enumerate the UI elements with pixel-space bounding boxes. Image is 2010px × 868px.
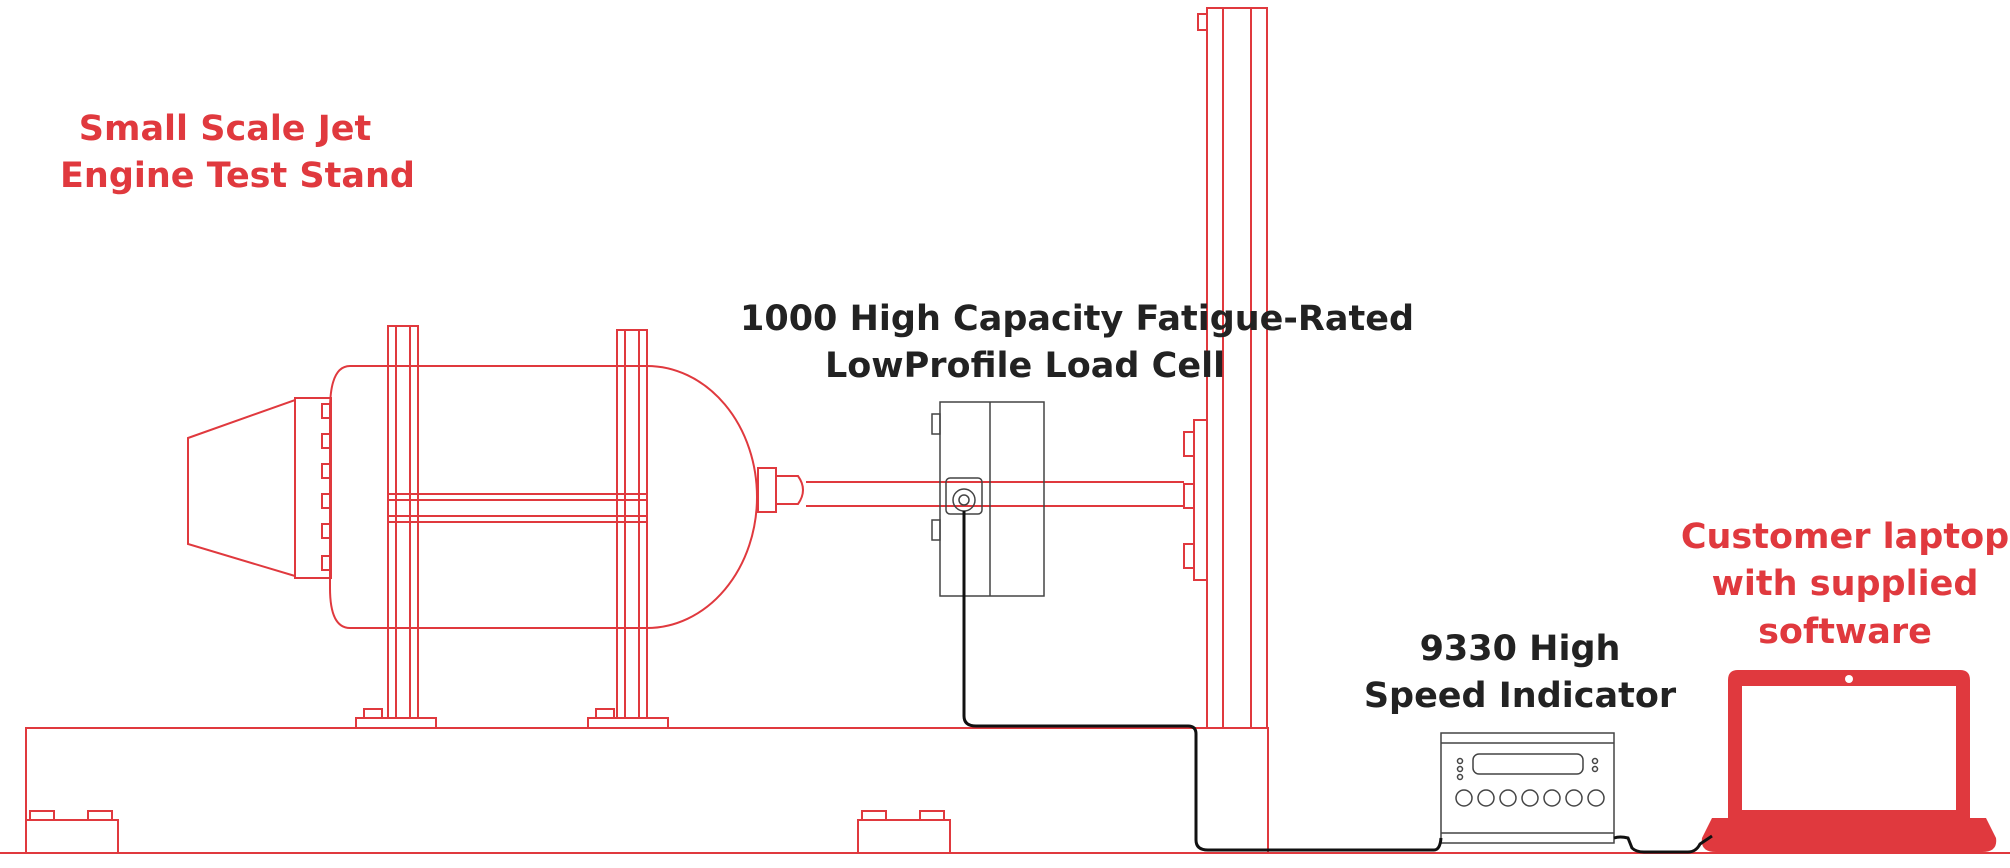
load-cell-cable xyxy=(962,511,1443,852)
laptop-label-line-1: Customer laptop xyxy=(1680,517,2010,557)
laptop xyxy=(1701,670,1997,852)
speed-indicator xyxy=(1440,732,1615,844)
jet-engine xyxy=(187,325,1184,729)
laptop-label-line-3: software xyxy=(1758,611,1932,652)
laptop-cable xyxy=(1613,834,1713,854)
base-platform xyxy=(25,727,1269,854)
indicator-label: 9330 High Speed Indicator xyxy=(1360,626,1680,721)
laptop-label: Customer laptop with supplied software xyxy=(1680,514,2010,656)
indicator-label-line-1: 9330 High xyxy=(1419,629,1621,669)
load-cell xyxy=(931,401,1045,597)
indicator-label-line-2: Speed Indicator xyxy=(1363,676,1677,717)
title-line-2: Engine Test Stand xyxy=(60,156,415,197)
load-cell-label-line-1: 1000 High Capacity Fatigue-Rated xyxy=(740,299,1415,339)
title-line-1: Small Scale Jet xyxy=(78,109,372,149)
laptop-label-line-2: with supplied xyxy=(1711,564,1979,605)
support-column xyxy=(1183,7,1268,729)
diagram-title: Small Scale Jet Engine Test Stand xyxy=(60,106,415,201)
load-cell-label: 1000 High Capacity Fatigue-Rated LowProf… xyxy=(740,296,1415,391)
load-cell-label-line-2: LowProfile Load Cell xyxy=(824,346,1226,387)
